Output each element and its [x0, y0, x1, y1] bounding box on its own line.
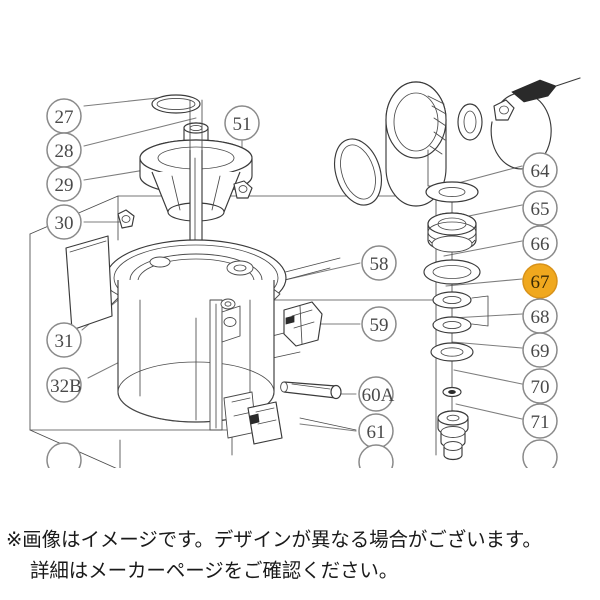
callout-58[interactable]: 58 — [361, 245, 397, 281]
callout-31-label: 31 — [55, 331, 74, 352]
image-disclaimer-caption: ※画像はイメージです。デザインが異なる場合がございます。 詳細はメーカーページを… — [0, 524, 600, 586]
part-side-panel-31 — [65, 235, 113, 331]
part-bearing-65 — [427, 212, 477, 253]
callout-58-label: 58 — [370, 254, 389, 275]
callout-group-right: 64 65 66 67 68 — [522, 152, 558, 439]
callout-29-label: 29 — [55, 175, 74, 196]
callout-51[interactable]: 51 — [224, 105, 260, 141]
part-snap-ring-27 — [151, 94, 201, 114]
exploded-parts-diagram: .ln { fill:none; stroke:#3a3a3a; stroke-… — [29, 77, 581, 468]
callout-68-label: 68 — [531, 307, 550, 328]
callout-51-label: 51 — [233, 114, 252, 135]
callout-group-left: 27 28 29 30 31 — [46, 98, 82, 403]
callout-70[interactable]: 70 — [522, 368, 558, 404]
part-o-ring-58 — [334, 138, 382, 206]
part-ring-and-spring-clip — [457, 77, 581, 170]
callout-65-label: 65 — [531, 199, 550, 220]
part-washer-69 — [430, 342, 474, 362]
callout-group-middle: 51 58 59 60A 61 — [224, 105, 397, 449]
part-threaded-collar — [385, 81, 447, 207]
callout-cropped-row — [46, 439, 558, 468]
callout-67-highlight-fill — [522, 263, 558, 299]
callout-59-label: 59 — [370, 315, 389, 336]
callout-71[interactable]: 71 — [522, 403, 558, 439]
callout-67-highlighted[interactable]: 67 — [522, 263, 558, 299]
callout-67-label: 67 — [531, 272, 550, 293]
caption-line-1: ※画像はイメージです。デザインが異なる場合がございます。 — [6, 528, 542, 551]
callout-29[interactable]: 29 — [46, 166, 82, 202]
callout-60a-label: 60A — [362, 385, 395, 406]
callout-70-label: 70 — [531, 377, 550, 398]
callout-32b[interactable]: 32B — [46, 367, 82, 403]
callout-68[interactable]: 68 — [522, 298, 558, 334]
part-washer-68 — [432, 316, 472, 334]
callout-69-label: 69 — [531, 341, 550, 362]
callout-65[interactable]: 65 — [522, 190, 558, 226]
part-pin-sleeve-60a — [280, 381, 342, 400]
stack-bracket — [471, 295, 489, 327]
part-washer-70 — [442, 386, 462, 398]
callout-28-label: 28 — [55, 141, 74, 162]
caption-line-2: 詳細はメーカーページをご確認ください。 — [30, 559, 399, 582]
callout-66[interactable]: 66 — [522, 225, 558, 261]
callout-69[interactable]: 69 — [522, 332, 558, 368]
callout-31[interactable]: 31 — [46, 322, 82, 358]
callout-28[interactable]: 28 — [46, 132, 82, 168]
diagram-drawing: .ln { fill:none; stroke:#3a3a3a; stroke-… — [29, 77, 581, 468]
callout-60a[interactable]: 60A — [358, 376, 395, 412]
part-nut-71 — [437, 410, 469, 461]
part-switch-block-61 — [247, 401, 283, 445]
part-washer-64 — [425, 181, 479, 203]
callout-61-label: 61 — [367, 422, 386, 443]
callout-66-label: 66 — [531, 234, 550, 255]
part-washer-67 — [432, 291, 472, 309]
callout-61[interactable]: 61 — [358, 413, 394, 449]
callout-64-label: 64 — [531, 161, 551, 182]
callout-32b-label: 32B — [50, 376, 82, 397]
callout-27[interactable]: 27 — [46, 98, 82, 134]
callout-64[interactable]: 64 — [522, 152, 558, 188]
part-clamp-bracket-59 — [283, 301, 323, 347]
part-bracket-clips — [220, 298, 257, 439]
callout-27-label: 27 — [55, 107, 74, 128]
callout-71-label: 71 — [531, 412, 550, 433]
callout-30[interactable]: 30 — [46, 204, 82, 240]
callout-30-label: 30 — [55, 213, 74, 234]
part-o-ring-66 — [423, 259, 481, 285]
callout-59[interactable]: 59 — [361, 306, 397, 342]
